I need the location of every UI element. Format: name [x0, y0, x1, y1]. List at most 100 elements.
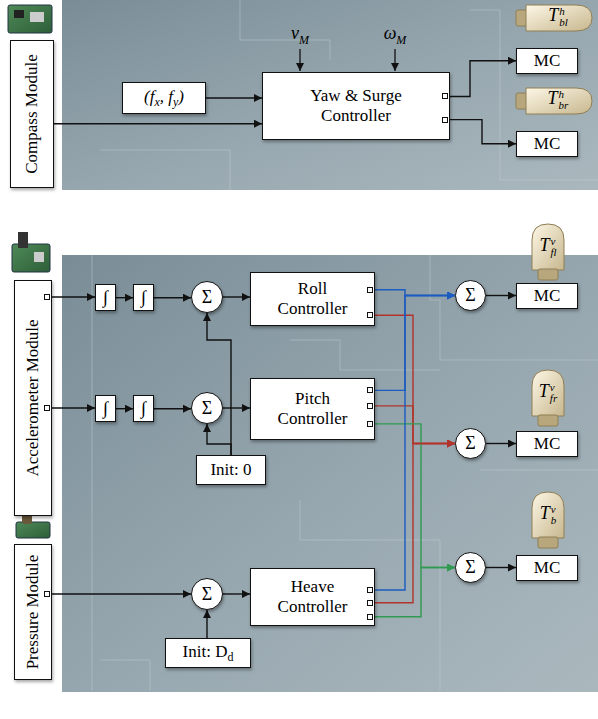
- signal-port: [367, 287, 373, 293]
- node-text: MC: [534, 286, 560, 305]
- connector: [486, 295, 516, 296]
- text-wrap: Yaw & Surge Controller: [291, 86, 421, 125]
- text-wrap: ∫: [103, 287, 108, 308]
- compass-board-icon: [8, 5, 52, 33]
- node-text: ∫: [141, 287, 146, 307]
- subscript: fr: [550, 393, 557, 404]
- signal-port: [367, 421, 373, 427]
- sum-junction: Σ: [455, 552, 486, 583]
- node-text: Σ: [202, 287, 212, 307]
- connector: [116, 408, 133, 409]
- node-text: ∫: [103, 398, 108, 418]
- index-stack: vb: [551, 504, 557, 526]
- node-text: Yaw & Surge Controller: [310, 86, 401, 125]
- node-text: Pressure Module: [23, 555, 42, 670]
- text-wrap: Heave Controller: [268, 577, 358, 616]
- text-wrap: MC: [534, 51, 560, 71]
- connector: [375, 568, 455, 617]
- symbol-text: v: [291, 23, 299, 43]
- thruster-label: Thbr: [548, 89, 569, 111]
- index-stack: hbl: [559, 6, 568, 28]
- panel: [62, 0, 598, 190]
- input-box: (fx, fy): [122, 82, 206, 114]
- superscript: h: [559, 89, 569, 100]
- connector: [154, 408, 191, 409]
- integrator-box: ∫: [133, 284, 154, 311]
- signal-port: [367, 387, 373, 393]
- text-wrap: Init: Dd: [183, 642, 234, 665]
- node-text: Σ: [202, 398, 212, 418]
- thruster-icon: [516, 5, 592, 31]
- symbol-text: T: [548, 88, 558, 108]
- integrator-box: ∫: [95, 284, 116, 311]
- node-text: (f: [144, 87, 154, 106]
- text-wrap: Init: 0: [210, 460, 251, 480]
- controller-box: Roll Controller: [250, 272, 375, 326]
- text-wrap: Roll Controller: [268, 279, 358, 318]
- controller-box: Yaw & Surge Controller: [262, 72, 450, 140]
- node-text: Σ: [465, 285, 475, 305]
- controller-box: Pitch Controller: [250, 378, 375, 440]
- input-symbol: vM: [291, 24, 309, 47]
- symbol-text: T: [548, 5, 558, 25]
- thruster-icon: [532, 224, 564, 280]
- signal-port: [367, 614, 373, 620]
- text-wrap: MC: [534, 286, 560, 306]
- node-text: Heave Controller: [278, 577, 348, 616]
- node-text: Pitch Controller: [278, 389, 348, 428]
- text-wrap: Σ: [465, 433, 475, 454]
- connector: [375, 296, 455, 591]
- connector: [52, 296, 95, 297]
- connector: [450, 61, 516, 97]
- node-text: Compass Module: [22, 54, 41, 173]
- accelerometer-board-icon: [12, 232, 50, 272]
- superscript: v: [550, 382, 557, 393]
- sensor-module: Compass Module: [10, 40, 54, 188]
- sum-junction: Σ: [455, 428, 486, 459]
- text-wrap: ∫: [141, 398, 146, 419]
- sensor-module: Pressure Module: [14, 544, 52, 680]
- connector: [450, 120, 516, 144]
- subscript: fl: [550, 247, 556, 258]
- panel: [62, 255, 598, 692]
- index-stack: hbr: [559, 89, 569, 111]
- subscript: y: [173, 95, 178, 109]
- signal-port: [44, 294, 50, 300]
- text-wrap: Pressure Module: [23, 555, 43, 670]
- connector: [375, 444, 455, 603]
- node-text: Accelerometer Module: [23, 319, 42, 476]
- connector: [375, 406, 455, 444]
- sum-junction: Σ: [191, 392, 223, 424]
- text-wrap: ∫: [141, 287, 146, 308]
- subscript: d: [227, 650, 233, 664]
- node-text: ∫: [141, 398, 146, 418]
- subscript: b: [551, 515, 557, 526]
- input-arrow: [394, 49, 395, 71]
- signal-port: [44, 591, 50, 597]
- symbol-text: ω: [384, 23, 397, 43]
- init-box: Init: 0: [196, 455, 266, 485]
- motor-controller: MC: [516, 431, 578, 457]
- motor-controller: MC: [516, 283, 578, 309]
- connector: [375, 296, 455, 391]
- thruster-icon: [532, 492, 564, 548]
- signal-port: [442, 117, 448, 123]
- index-stack: vfr: [550, 382, 557, 404]
- text-wrap: Compass Module: [22, 54, 42, 173]
- node-text: ): [178, 87, 184, 106]
- subscript: x: [154, 95, 159, 109]
- text-wrap: Accelerometer Module: [23, 319, 43, 476]
- integrator-box: ∫: [133, 395, 154, 422]
- node-text: MC: [534, 558, 560, 577]
- signal-port: [44, 405, 50, 411]
- init-box: Init: Dd: [165, 638, 251, 668]
- subscript: bl: [559, 17, 568, 28]
- sensor-module: Accelerometer Module: [14, 280, 52, 516]
- superscript: v: [550, 236, 556, 247]
- sum-junction: Σ: [191, 281, 223, 313]
- connector: [223, 296, 250, 297]
- superscript: v: [551, 504, 557, 515]
- signal-port: [367, 312, 373, 318]
- node-text: Σ: [465, 433, 475, 453]
- text-wrap: MC: [534, 558, 560, 578]
